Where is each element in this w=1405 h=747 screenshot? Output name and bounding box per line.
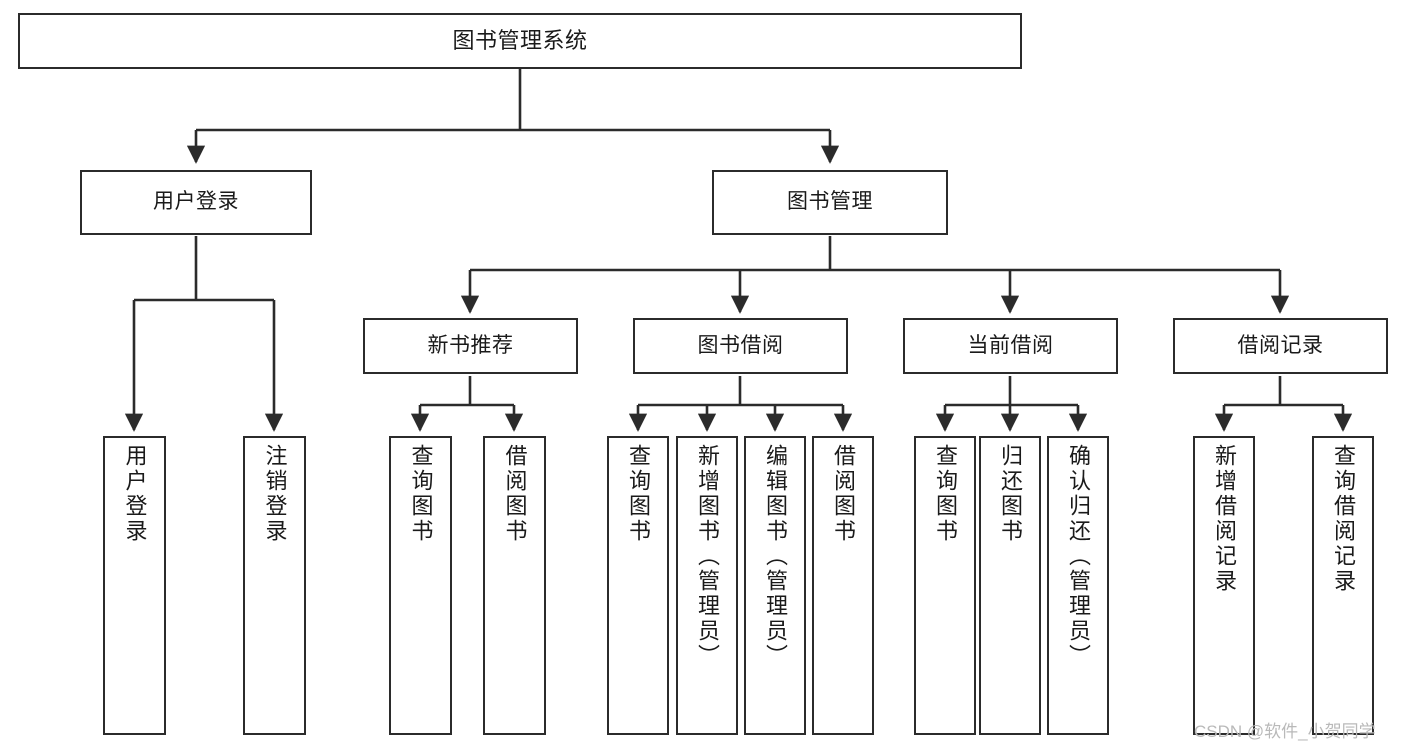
node-label: 编辑图书（管理员） xyxy=(763,444,788,669)
node-label: 图书管理系统 xyxy=(452,28,588,54)
node-label: 新增图书（管理员） xyxy=(695,444,720,669)
node-label: 图书借阅 xyxy=(697,333,784,357)
node-label: 新增借阅记录 xyxy=(1212,444,1237,594)
node-label: 用户登录 xyxy=(122,444,148,544)
leaf-confirm-return-admin[interactable]: 确认归还（管理员） xyxy=(1047,436,1109,735)
csdn-watermark: CSDN @软件_小贺同学 xyxy=(1194,722,1376,741)
node-label: 借阅记录 xyxy=(1237,333,1324,357)
node-label: 当前借阅 xyxy=(967,333,1054,357)
node-book-borrow[interactable]: 图书借阅 xyxy=(633,318,848,374)
leaf-logout[interactable]: 注销登录 xyxy=(243,436,306,735)
node-book-management[interactable]: 图书管理 xyxy=(712,170,948,235)
leaf-edit-book-admin[interactable]: 编辑图书（管理员） xyxy=(744,436,806,735)
node-label: 新书推荐 xyxy=(427,333,514,357)
node-current-borrow[interactable]: 当前借阅 xyxy=(903,318,1118,374)
node-label: 借阅图书 xyxy=(831,444,856,544)
leaf-add-book-admin[interactable]: 新增图书（管理员） xyxy=(676,436,738,735)
node-label: 查询借阅记录 xyxy=(1331,444,1356,594)
leaf-user-login[interactable]: 用户登录 xyxy=(103,436,166,735)
node-label: 确认归还（管理员） xyxy=(1066,444,1091,669)
node-label: 借阅图书 xyxy=(502,444,528,544)
node-label: 图书管理 xyxy=(787,190,873,214)
node-new-book-recommend[interactable]: 新书推荐 xyxy=(363,318,578,374)
node-user-login[interactable]: 用户登录 xyxy=(80,170,312,235)
node-label: 注销登录 xyxy=(262,444,288,544)
node-label: 查询图书 xyxy=(408,444,434,544)
leaf-query-book-current[interactable]: 查询图书 xyxy=(914,436,976,735)
leaf-borrow-book[interactable]: 借阅图书 xyxy=(812,436,874,735)
leaf-query-book-borrow[interactable]: 查询图书 xyxy=(607,436,669,735)
node-borrow-record[interactable]: 借阅记录 xyxy=(1173,318,1388,374)
leaf-query-borrow-record[interactable]: 查询借阅记录 xyxy=(1312,436,1374,735)
node-root-book-management-system[interactable]: 图书管理系统 xyxy=(18,13,1022,69)
node-label: 用户登录 xyxy=(153,190,239,214)
node-label: 查询图书 xyxy=(933,444,958,544)
node-label: 归还图书 xyxy=(998,444,1023,544)
node-label: 查询图书 xyxy=(626,444,651,544)
leaf-borrow-book-recommend[interactable]: 借阅图书 xyxy=(483,436,546,735)
leaf-query-book-recommend[interactable]: 查询图书 xyxy=(389,436,452,735)
leaf-add-borrow-record[interactable]: 新增借阅记录 xyxy=(1193,436,1255,735)
leaf-return-book[interactable]: 归还图书 xyxy=(979,436,1041,735)
